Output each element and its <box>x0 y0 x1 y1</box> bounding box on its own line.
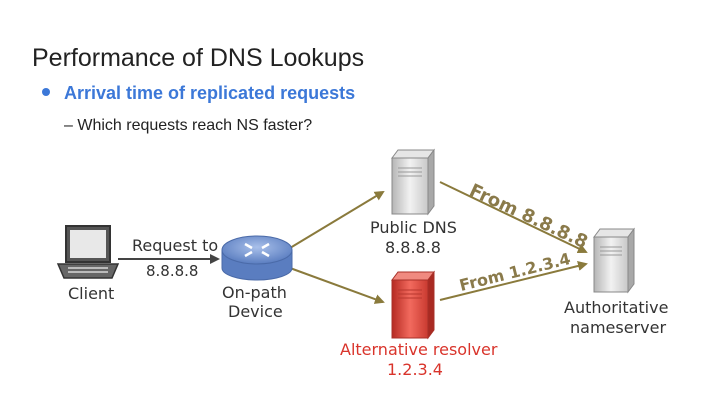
laptop-icon <box>56 225 120 279</box>
router-icon <box>221 235 293 281</box>
client-label: Client <box>68 284 115 303</box>
bullet-dot <box>42 88 50 97</box>
arrow-router-to-alt-resolver <box>289 267 385 304</box>
alt-resolver-ip-label: 1.2.3.4 <box>387 360 443 379</box>
onpath-label-line1: On-path <box>222 283 287 302</box>
auth-label-line2: nameserver <box>570 318 667 337</box>
arrow-alt-to-auth <box>439 261 588 301</box>
slide-title: Performance of DNS Lookups <box>32 44 365 72</box>
sub-bullet-item: – Which requests reach NS faster? <box>64 117 313 134</box>
arrow-router-to-public-dns <box>289 190 385 249</box>
bullet-item: Arrival time of replicated requests <box>42 83 355 104</box>
alt-resolver-label: Alternative resolver <box>340 340 498 359</box>
public-dns-label: Public DNS <box>370 218 457 237</box>
alt-resolver-server-icon <box>391 270 435 340</box>
request-label: Request to <box>132 236 219 255</box>
request-ip-label: 8.8.8.8 <box>146 262 199 280</box>
onpath-label-line2: Device <box>228 302 283 321</box>
public-dns-ip-label: 8.8.8.8 <box>385 238 441 257</box>
arrow-public-dns-to-auth <box>439 181 588 254</box>
bullet-text: Arrival time of replicated requests <box>64 83 356 103</box>
auth-label-line1: Authoritative <box>564 298 669 317</box>
authoritative-server-icon <box>593 227 635 294</box>
public-dns-server-icon <box>391 148 435 216</box>
